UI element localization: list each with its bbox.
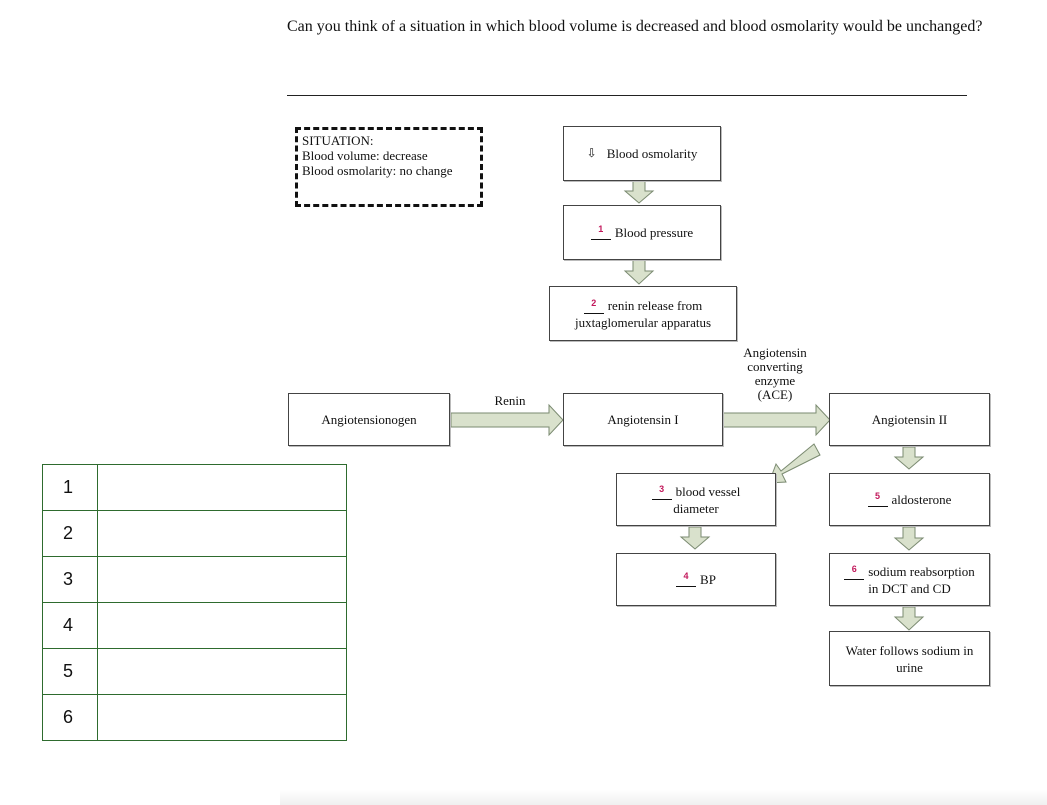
blank-3[interactable]: 3 <box>651 483 672 500</box>
blank-2[interactable]: 2 <box>583 297 604 314</box>
blood-osmolarity-label: Blood osmolarity <box>606 146 698 161</box>
blank-number-5: 5 <box>875 491 881 501</box>
situation-box: SITUATION: Blood volume: decrease Blood … <box>295 127 483 207</box>
question-text: Can you think of a situation in which bl… <box>287 18 983 35</box>
water-label-line1: Water follows sodium in <box>845 642 974 658</box>
angiotensin-ii-box: Angiotensin II <box>829 393 990 446</box>
blood-vessel-label-line1: blood vessel <box>675 483 741 499</box>
answer-row-number: 5 <box>42 648 98 695</box>
answer-cell-4[interactable] <box>97 602 347 649</box>
water-label-line2: urine <box>896 659 923 675</box>
answer-row-number: 3 <box>42 556 98 603</box>
blood-osmolarity-box: ⇩ Blood osmolarity <box>563 126 721 181</box>
blank-number-4: 4 <box>683 571 689 581</box>
answer-cell-6[interactable] <box>97 694 347 741</box>
situation-volume: Blood volume: decrease <box>302 148 428 163</box>
angiotensin-i-label: Angiotensin I <box>607 412 679 427</box>
blank-6[interactable]: 6 <box>844 563 865 580</box>
blood-vessel-diameter-box: 3 blood vessel diameter <box>616 473 776 526</box>
answer-row-number: 1 <box>42 464 98 511</box>
angiotensinogen-box: Angiotensionogen <box>288 393 450 446</box>
ace-label-line2: converting <box>747 359 803 374</box>
blank-5[interactable]: 5 <box>867 491 888 507</box>
arrow-vessel-to-bp <box>679 526 711 550</box>
answer-row: 4 <box>42 602 347 649</box>
angiotensin-i-box: Angiotensin I <box>563 393 723 446</box>
answer-row: 5 <box>42 648 347 695</box>
answer-row: 3 <box>42 556 347 603</box>
blank-1[interactable]: 1 <box>590 224 611 240</box>
blood-pressure-label: Blood pressure <box>614 225 694 240</box>
renin-release-box: 2 renin release from juxtaglomerular appa… <box>549 286 737 341</box>
blood-vessel-label-line2: diameter <box>673 500 719 516</box>
renin-release-label-line1: renin release from <box>607 297 703 313</box>
blank-number-3: 3 <box>659 483 665 494</box>
situation-osmolarity: Blood osmolarity: no change <box>302 163 453 178</box>
blood-pressure-box: 1 Blood pressure <box>563 205 721 260</box>
bp-box: 4 BP <box>616 553 776 606</box>
water-follows-sodium-box: Water follows sodium in urine <box>829 631 990 686</box>
sodium-label-line2: in DCT and CD <box>868 580 951 596</box>
blank-4[interactable]: 4 <box>676 571 697 587</box>
answer-row-number: 2 <box>42 510 98 557</box>
answer-cell-3[interactable] <box>97 556 347 603</box>
answer-row-number: 4 <box>42 602 98 649</box>
down-arrow-icon: ⇩ <box>586 146 597 160</box>
sodium-label-line1: sodium reabsorption <box>868 563 975 579</box>
ace-label-line4: (ACE) <box>757 387 793 402</box>
aldosterone-box: 5 aldosterone <box>829 473 990 526</box>
ace-label: Angiotensin converting enzyme (ACE) <box>730 346 820 402</box>
blank-number-1: 1 <box>598 224 604 234</box>
arrow-angiotensin2-to-vessel <box>768 443 821 484</box>
arrow-sodium-to-water <box>893 606 925 631</box>
answer-row: 6 <box>42 694 347 741</box>
arrow-osmolarity-to-pressure <box>623 180 655 204</box>
bp-label: BP <box>700 572 716 587</box>
answer-row: 2 <box>42 510 347 557</box>
answer-cell-1[interactable] <box>97 464 347 511</box>
blank-number-6: 6 <box>851 563 857 574</box>
answer-cell-2[interactable] <box>97 510 347 557</box>
ace-label-line1: Angiotensin <box>743 345 807 360</box>
blank-number-2: 2 <box>591 297 597 308</box>
arrow-aldosterone-to-sodium <box>893 526 925 551</box>
arrow-pressure-to-renin <box>623 259 655 285</box>
arrow-angiotensin2-to-aldosterone <box>893 446 925 470</box>
arrow-angiotensin1-to-angiotensin2 <box>722 403 831 437</box>
aldosterone-label: aldosterone <box>891 492 952 507</box>
answer-table: 1 2 3 4 5 6 <box>42 464 347 741</box>
angiotensinogen-label: Angiotensionogen <box>321 412 417 427</box>
arrow-angiotensinogen-to-angiotensin1 <box>450 403 564 437</box>
answer-cell-5[interactable] <box>97 648 347 695</box>
answer-row: 1 <box>42 464 347 511</box>
situation-title: SITUATION: <box>302 133 374 148</box>
page-bottom-shadow <box>280 790 1047 805</box>
answer-line[interactable] <box>287 95 967 96</box>
renin-release-label-line2: juxtaglomerular apparatus <box>574 314 712 330</box>
answer-row-number: 6 <box>42 694 98 741</box>
renin-label: Renin <box>494 393 526 408</box>
ace-label-line3: enzyme <box>754 373 796 388</box>
sodium-reabsorption-box: 6 sodium reabsorption in DCT and CD <box>829 553 990 606</box>
angiotensin-ii-label: Angiotensin II <box>871 412 948 427</box>
